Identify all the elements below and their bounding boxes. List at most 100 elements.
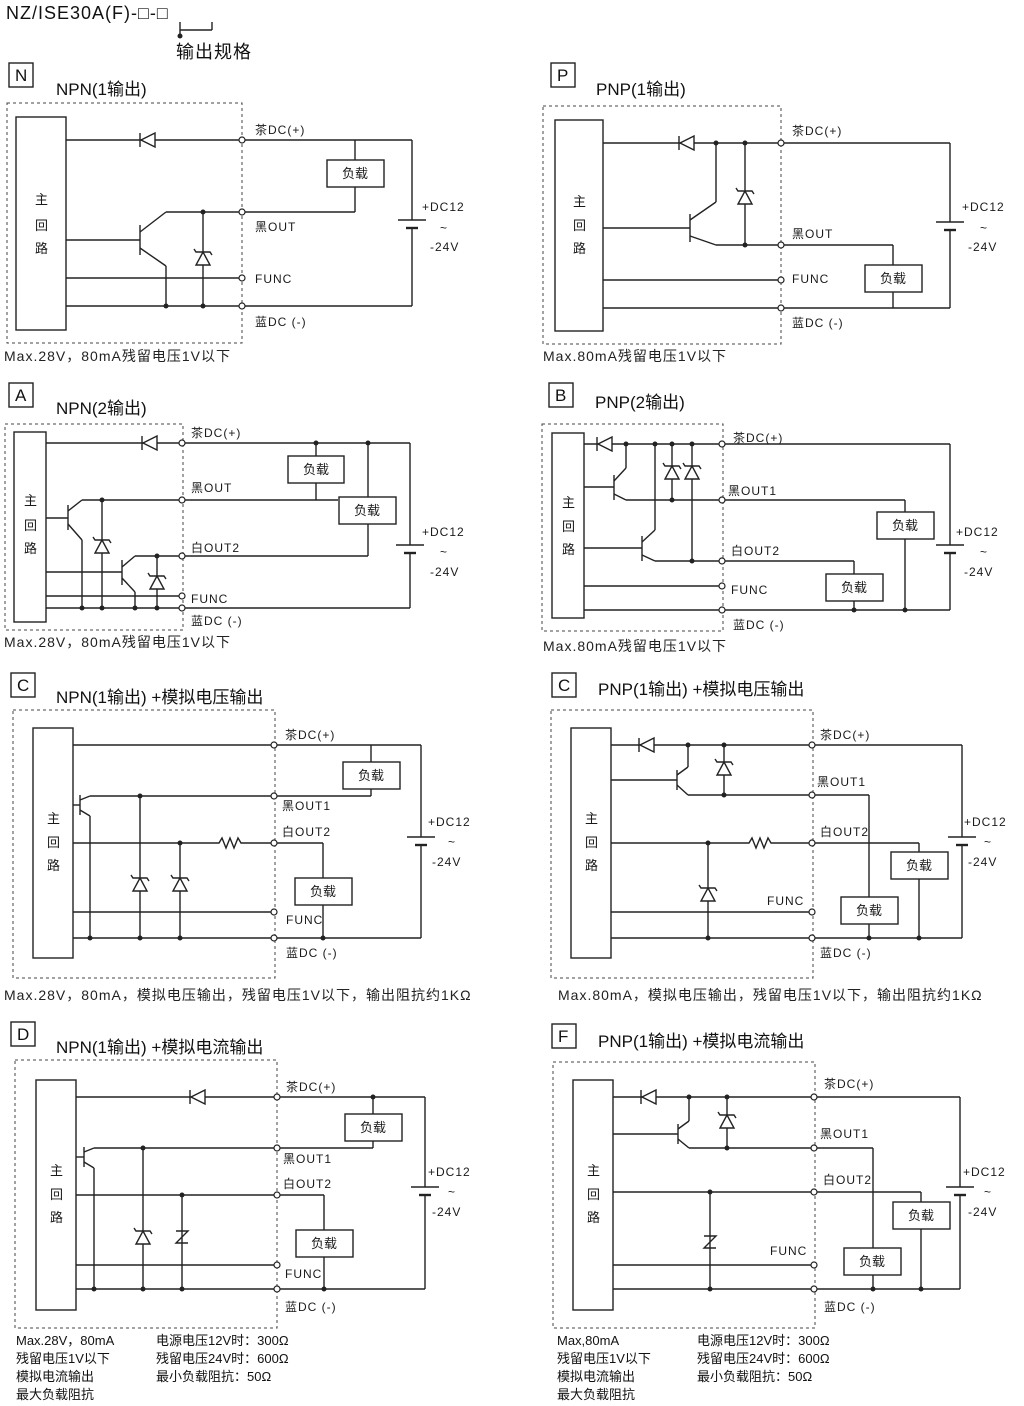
- terminal-white-out2: 白OUT2: [820, 824, 869, 839]
- load-box-2: [295, 1229, 354, 1258]
- main-circuit-label-1: 主: [585, 811, 598, 826]
- load-label-1: 负载: [360, 1120, 386, 1135]
- dc-supply-bottom: -24V: [432, 1205, 461, 1219]
- load-label: 负载: [342, 166, 368, 181]
- sensor-boundary: [541, 423, 724, 632]
- panel-b-pnp-2-output: B PNP(2输出) 主 回 路: [541, 382, 999, 654]
- note-line-1: Max.28V，80mA: [16, 1333, 115, 1348]
- main-circuit-label-2: 回: [562, 519, 575, 534]
- main-circuit-label-2: 回: [47, 835, 60, 850]
- panel-tag-box: [548, 382, 574, 408]
- panel-title: PNP(1输出) +模拟电压输出: [598, 680, 804, 699]
- sensor-boundary: [542, 105, 782, 345]
- dc-supply-bottom: -24V: [430, 565, 459, 579]
- panel-tag-box: [551, 1023, 577, 1049]
- main-circuit-label-3: 路: [585, 858, 598, 873]
- main-circuit-label-2: 回: [573, 218, 586, 233]
- panel-tag: C: [17, 676, 29, 695]
- terminal-func: FUNC: [191, 592, 228, 606]
- load-box-2: [825, 573, 884, 602]
- panel-tag-box: [10, 672, 36, 698]
- spec-line-2: 残留电压24V时：600Ω: [156, 1351, 289, 1366]
- load-label-1: 负载: [358, 768, 384, 783]
- main-circuit-label-3: 路: [562, 542, 575, 557]
- main-circuit-block: [570, 727, 612, 959]
- main-circuit-label-2: 回: [35, 218, 48, 233]
- load-label-2: 负载: [841, 580, 867, 595]
- terminal-brown: 茶DC(+): [733, 430, 783, 445]
- load-label-2: 负载: [354, 503, 380, 518]
- load-box-2: [338, 496, 397, 525]
- main-circuit-label-3: 路: [35, 241, 48, 256]
- terminal-white-out2: 白OUT2: [731, 543, 780, 558]
- load-box-1: [287, 455, 345, 484]
- panel-note: Max.28V，80mA残留电压1V以下: [4, 348, 231, 364]
- spec-line-1: 电源电压12V时：300Ω: [156, 1333, 289, 1348]
- main-circuit-label-3: 路: [50, 1210, 63, 1225]
- load-label-2: 负载: [856, 903, 882, 918]
- panel-tag: C: [558, 676, 570, 695]
- panel-title: PNP(1输出): [596, 80, 686, 99]
- main-circuit-label-1: 主: [35, 192, 48, 207]
- spec-line-2: 残留电压24V时：600Ω: [697, 1351, 830, 1366]
- panel-title: NPN(1输出): [56, 80, 147, 99]
- note-line-4: 最大负载阻抗: [16, 1387, 94, 1402]
- panel-n-npn-1-output: N NPN(1输出) 主 回 路 负载 茶DC(+) 黑OUT: [4, 62, 464, 364]
- note-line-2: 残留电压1V以下: [16, 1351, 110, 1366]
- dc-supply-top: +DC12: [962, 200, 1005, 214]
- main-circuit-label-3: 路: [24, 541, 37, 556]
- panel-tag: D: [17, 1025, 29, 1044]
- note-line-3: 模拟电流输出: [557, 1369, 635, 1384]
- main-circuit-label-2: 回: [24, 518, 37, 533]
- terminal-blue: 蓝DC (-): [286, 946, 338, 960]
- panel-tag-box: [10, 1021, 36, 1047]
- terminal-func: FUNC: [792, 272, 829, 286]
- terminal-func: FUNC: [285, 1267, 322, 1281]
- panel-title: PNP(2输出): [595, 393, 685, 412]
- terminal-brown: 茶DC(+): [191, 425, 241, 440]
- terminal-white-out2: 白OUT2: [283, 1176, 332, 1191]
- panel-tag-box: [8, 62, 34, 88]
- terminal-black-out1: 黑OUT1: [283, 1152, 332, 1166]
- dc-supply-tilde: ~: [984, 1185, 992, 1199]
- panel-tag: A: [15, 386, 27, 405]
- terminal-black-out1: 黑OUT1: [817, 775, 866, 789]
- terminal-black-out: 黑OUT: [255, 220, 296, 234]
- dc-supply-bottom: -24V: [432, 855, 461, 869]
- dc-supply-tilde: ~: [980, 545, 988, 559]
- load-label-2: 负载: [310, 884, 336, 899]
- header: NZ/ISE30A(F)-□-□ 输出规格: [6, 3, 251, 62]
- main-circuit-label-1: 主: [562, 495, 575, 510]
- panel-tag-box: [551, 672, 577, 698]
- panel-note: Max.28V，80mA，模拟电压输出，残留电压1V以下，输出阻抗约1KΩ: [4, 987, 472, 1003]
- dc-supply-tilde: ~: [984, 835, 992, 849]
- load-box-1: [342, 761, 401, 790]
- terminal-blue: 蓝DC (-): [255, 315, 307, 329]
- panel-tag-box: [550, 62, 576, 88]
- terminal-brown: 茶DC(+): [824, 1076, 874, 1091]
- sensor-boundary: [6, 102, 243, 344]
- panel-note: Max.80mA残留电压1V以下: [543, 348, 727, 364]
- main-circuit-label-3: 路: [587, 1210, 600, 1225]
- dc-supply-tilde: ~: [980, 221, 988, 235]
- panel-c-npn-analog-voltage: C NPN(1输出) +模拟电压输出 主 回 路: [4, 672, 472, 1003]
- spec-line-3: 最小负载阻抗：50Ω: [156, 1369, 271, 1384]
- dc-supply-bottom: -24V: [430, 240, 459, 254]
- load-box-1: [890, 851, 949, 880]
- main-circuit-label-1: 主: [24, 493, 37, 508]
- load-box: [864, 264, 923, 293]
- dc-supply-top: +DC12: [956, 525, 999, 539]
- load-box-2: [843, 1247, 902, 1276]
- main-circuit-block: [35, 1079, 77, 1311]
- load-label-2: 负载: [859, 1254, 885, 1269]
- note-line-4: 最大负载阻抗: [557, 1387, 635, 1402]
- main-circuit-block: [572, 1079, 614, 1311]
- dc-supply-tilde: ~: [448, 1185, 456, 1199]
- panel-note: Max.80mA残留电压1V以下: [543, 638, 727, 654]
- terminal-blue: 蓝DC (-): [824, 1300, 876, 1314]
- terminal-blue: 蓝DC (-): [191, 614, 243, 628]
- panel-tag: F: [558, 1027, 568, 1046]
- dc-supply-top: +DC12: [428, 815, 471, 829]
- terminal-brown: 茶DC(+): [286, 1079, 336, 1094]
- panel-c-pnp-analog-voltage: C PNP(1输出) +模拟电压输出 主 回 路: [550, 672, 1006, 1003]
